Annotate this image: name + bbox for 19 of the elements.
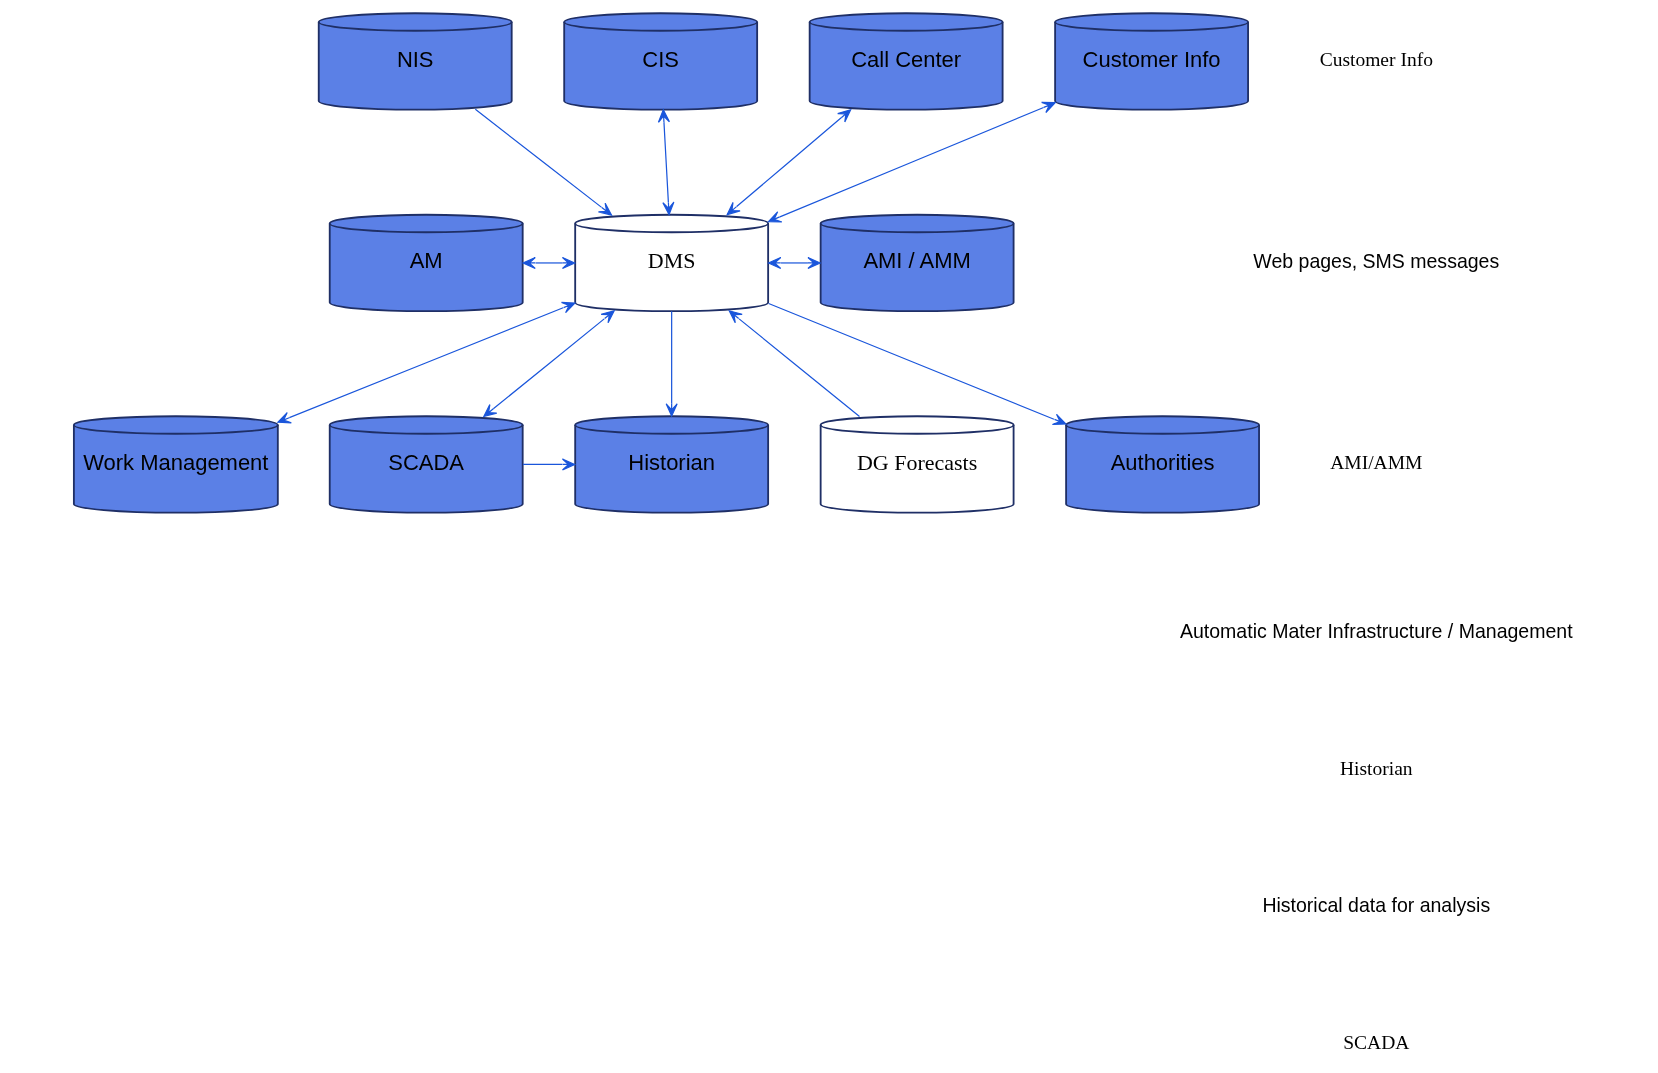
arrow xyxy=(521,256,575,270)
label: Customer Info xyxy=(1319,49,1433,71)
arrow xyxy=(521,458,575,471)
label: Historical data for analysis xyxy=(1261,893,1490,916)
label: Historian xyxy=(1339,758,1413,779)
arrow xyxy=(767,302,1066,426)
arrow xyxy=(657,109,674,216)
arrow xyxy=(482,310,615,418)
label: Automatic Mater Infrastructure / Management xyxy=(1179,620,1573,643)
arrow xyxy=(276,301,575,424)
label: SCADA xyxy=(1342,1031,1409,1053)
arrow xyxy=(767,101,1056,223)
label: Web pages, SMS messages xyxy=(1252,249,1499,272)
arrow xyxy=(474,108,612,216)
arrow xyxy=(728,310,860,418)
arrow xyxy=(665,310,678,417)
arrow xyxy=(767,256,821,270)
label: AMI/AMM xyxy=(1329,452,1422,474)
arrow xyxy=(726,109,851,216)
